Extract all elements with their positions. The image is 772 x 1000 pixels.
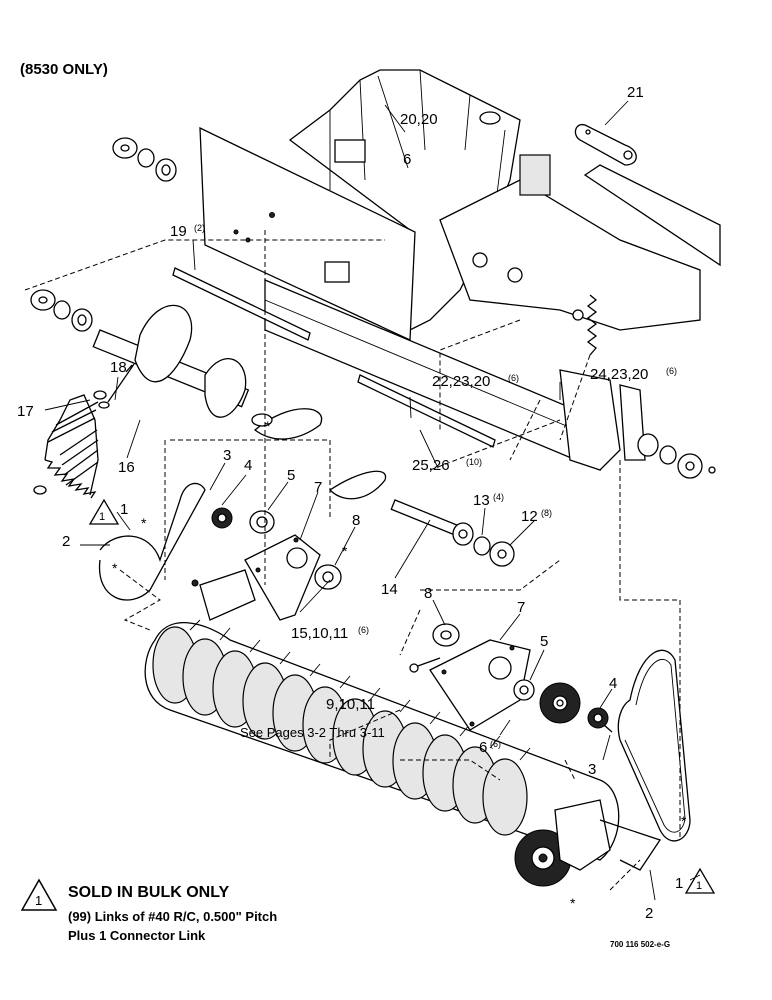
svg-text:*: * — [342, 543, 348, 559]
bearing-set-upper-left — [112, 137, 177, 182]
callout-1-lower: 1 — [675, 875, 683, 892]
callout-3-upper: 3 — [223, 447, 231, 464]
svg-text:1: 1 — [99, 511, 105, 523]
callout-21: 21 — [627, 84, 644, 101]
bearing-set-center — [452, 522, 515, 567]
callout-17: 17 — [17, 403, 34, 420]
callout-24-23-20: 24,23,20 — [590, 366, 648, 383]
callout-6-lower-qty: (6) — [490, 739, 501, 749]
triangle-note-icon: 1 — [20, 878, 58, 911]
callout-13-qty: (4) — [493, 492, 504, 502]
asterisk-markers: * * * * * * — [112, 418, 687, 911]
callout-16: 16 — [118, 459, 135, 476]
callout-3-lower: 3 — [588, 761, 596, 778]
svg-text:*: * — [112, 560, 118, 576]
callout-5-upper: 5 — [287, 467, 295, 484]
bearing-set-left — [30, 289, 93, 332]
callout-20-20: 20,20 — [400, 111, 438, 128]
leader-lines — [24, 75, 701, 901]
triangle-symbol-lower: 1 — [684, 867, 716, 894]
callout-2-lower: 2 — [645, 905, 653, 922]
callout-4-lower: 4 — [609, 675, 617, 692]
callout-14: 14 — [381, 581, 398, 598]
callout-2-upper: 2 — [62, 533, 70, 550]
bearing-set-right — [637, 433, 716, 479]
callout-4-upper: 4 — [244, 457, 252, 474]
triangle-symbol-upper: 1 — [88, 498, 120, 525]
frame-housing — [199, 69, 721, 471]
callout-12: 12 — [521, 508, 538, 525]
rotor-discs — [152, 626, 528, 836]
eyebolt-18 — [98, 363, 135, 409]
callout-18: 18 — [110, 359, 127, 376]
drive-lower-right — [409, 623, 691, 871]
callout-24-qty: (6) — [666, 366, 677, 376]
callout-22-23-20: 22,23,20 — [432, 373, 490, 390]
callout-12-qty: (8) — [541, 508, 552, 518]
svg-text:*: * — [141, 515, 147, 531]
auger-assembly — [92, 304, 461, 537]
callouts: 21 20,20 6 19 (2) 18 17 16 22,23,20 (6) … — [17, 84, 683, 922]
model-note: (8530 ONLY) — [20, 61, 108, 78]
callout-5-lower: 5 — [540, 633, 548, 650]
callout-22-qty: (6) — [508, 373, 519, 383]
callout-19-qty: (2) — [194, 223, 205, 233]
document-code: 700 116 502-e-G — [610, 940, 671, 949]
svg-text:1: 1 — [696, 880, 702, 892]
callout-6-lower: 6 — [479, 739, 487, 756]
link-21 — [574, 123, 637, 166]
note-line-2: Plus 1 Connector Link — [68, 928, 206, 943]
callout-19: 19 — [170, 223, 187, 240]
see-pages-note: See Pages 3-2 Thru 3-11 — [240, 725, 385, 740]
drive-upper-left — [98, 482, 342, 621]
note-title: SOLD IN BULK ONLY — [68, 884, 230, 901]
svg-text:*: * — [681, 813, 687, 829]
callout-8-lower: 8 — [424, 585, 432, 602]
callout-7-lower: 7 — [517, 599, 525, 616]
callout-25-26: 25,26 — [412, 457, 450, 474]
callout-15-10-11: 15,10,11 — [291, 625, 348, 642]
svg-text:1: 1 — [35, 893, 42, 908]
note-line-1: (99) Links of #40 R/C, 0.500" Pitch — [68, 909, 278, 924]
callout-9-10-11: 9,10,11 — [326, 696, 375, 713]
callout-6-top: 6 — [403, 151, 411, 168]
svg-text:*: * — [570, 895, 576, 911]
callout-13: 13 — [473, 492, 490, 509]
callout-15-qty: (6) — [358, 625, 369, 635]
rotor-pickup — [144, 619, 620, 887]
callout-7-upper: 7 — [314, 479, 322, 496]
callout-25-qty: (10) — [466, 457, 482, 467]
stripper-bar-22 — [357, 374, 496, 448]
spring-17 — [33, 390, 107, 499]
svg-text:*: * — [265, 418, 271, 434]
callout-1-upper: 1 — [120, 501, 128, 518]
callout-8-upper: 8 — [352, 512, 360, 529]
